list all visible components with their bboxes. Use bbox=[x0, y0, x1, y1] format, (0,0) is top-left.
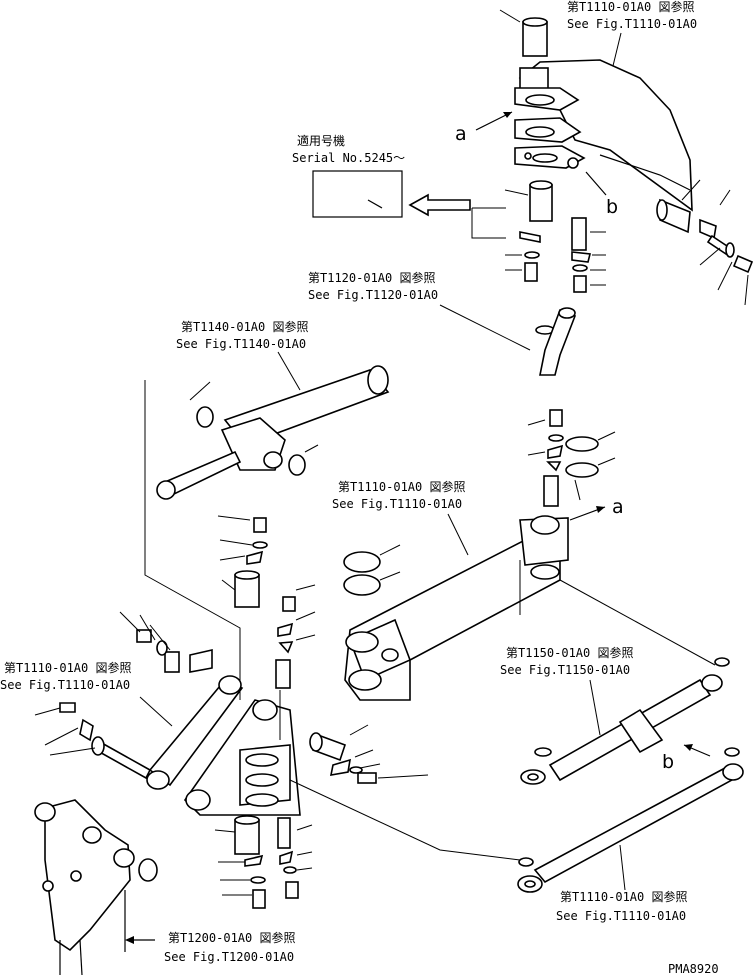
hollow-arrow bbox=[408, 193, 471, 217]
pin bbox=[571, 217, 587, 251]
bushing-center-top bbox=[504, 180, 553, 222]
ref-t1110-mid-en: See Fig.T1110-01A0 bbox=[332, 497, 462, 511]
ref-t1110-left-en: See Fig.T1110-01A0 bbox=[0, 678, 130, 692]
ref-t1110-bottom-en: See Fig.T1110-01A0 bbox=[556, 909, 686, 923]
ref-t1110-left-jp: 第T1110-01A0 図参照 bbox=[4, 660, 131, 675]
bucket-bracket bbox=[34, 799, 158, 975]
ref-t1120-en: See Fig.T1120-01A0 bbox=[308, 288, 438, 302]
marker-a-mid: a bbox=[612, 496, 624, 518]
guide-line bbox=[144, 380, 241, 700]
marker-b-low: b bbox=[662, 751, 674, 773]
pin-assembly-right bbox=[656, 179, 753, 306]
leader-line bbox=[611, 32, 622, 71]
serial-note-en: Serial No.5245～ bbox=[292, 151, 405, 165]
boom-bracket-top bbox=[514, 59, 693, 212]
washer bbox=[343, 551, 381, 573]
ref-t1200-jp: 第T1200-01A0 図参照 bbox=[168, 930, 295, 945]
pin-plate bbox=[519, 231, 541, 243]
ref-t1150-en: See Fig.T1150-01A0 bbox=[500, 663, 630, 677]
ref-t1150-jp: 第T1150-01A0 図参照 bbox=[506, 645, 633, 660]
ref-t1120-jp: 第T1120-01A0 図参照 bbox=[308, 270, 435, 285]
marker-a-top: a bbox=[455, 123, 467, 145]
ref-t1110-mid-jp: 第T1110-01A0 図参照 bbox=[338, 479, 465, 494]
ref-t1140-en: See Fig.T1140-01A0 bbox=[176, 337, 306, 351]
hydraulic-cylinder-left bbox=[156, 365, 390, 500]
link-rod-bottom bbox=[517, 763, 744, 893]
drawing-code: PMA8920 bbox=[668, 962, 719, 975]
lever-linkage bbox=[146, 675, 301, 816]
arrow-b-top bbox=[585, 171, 607, 196]
bolt bbox=[524, 262, 538, 282]
guide-line bbox=[289, 779, 521, 861]
marker-b-top: b bbox=[606, 196, 618, 218]
ref-t1110-top-en: See Fig.T1110-01A0 bbox=[567, 17, 697, 31]
ref-t1110-bottom-jp: 第T1110-01A0 図参照 bbox=[560, 889, 687, 904]
ref-t1140-jp: 第T1140-01A0 図参照 bbox=[181, 319, 308, 334]
serial-note-box bbox=[312, 170, 403, 218]
ref-t1200-en: See Fig.T1200-01A0 bbox=[164, 950, 294, 964]
hydraulic-cylinder-right bbox=[520, 674, 723, 785]
leader-line bbox=[439, 304, 531, 351]
bracket-line bbox=[471, 208, 506, 239]
ref-t1110-top-jp: 第T1110-01A0 図参照 bbox=[567, 0, 694, 14]
bushing-top bbox=[499, 9, 548, 57]
washer bbox=[343, 574, 381, 596]
serial-note-jp: 適用号機 bbox=[297, 133, 345, 148]
washer bbox=[524, 251, 540, 259]
arm-boom-middle bbox=[344, 515, 569, 701]
cylinder-rod-top bbox=[539, 307, 577, 376]
guide-line bbox=[559, 579, 716, 666]
